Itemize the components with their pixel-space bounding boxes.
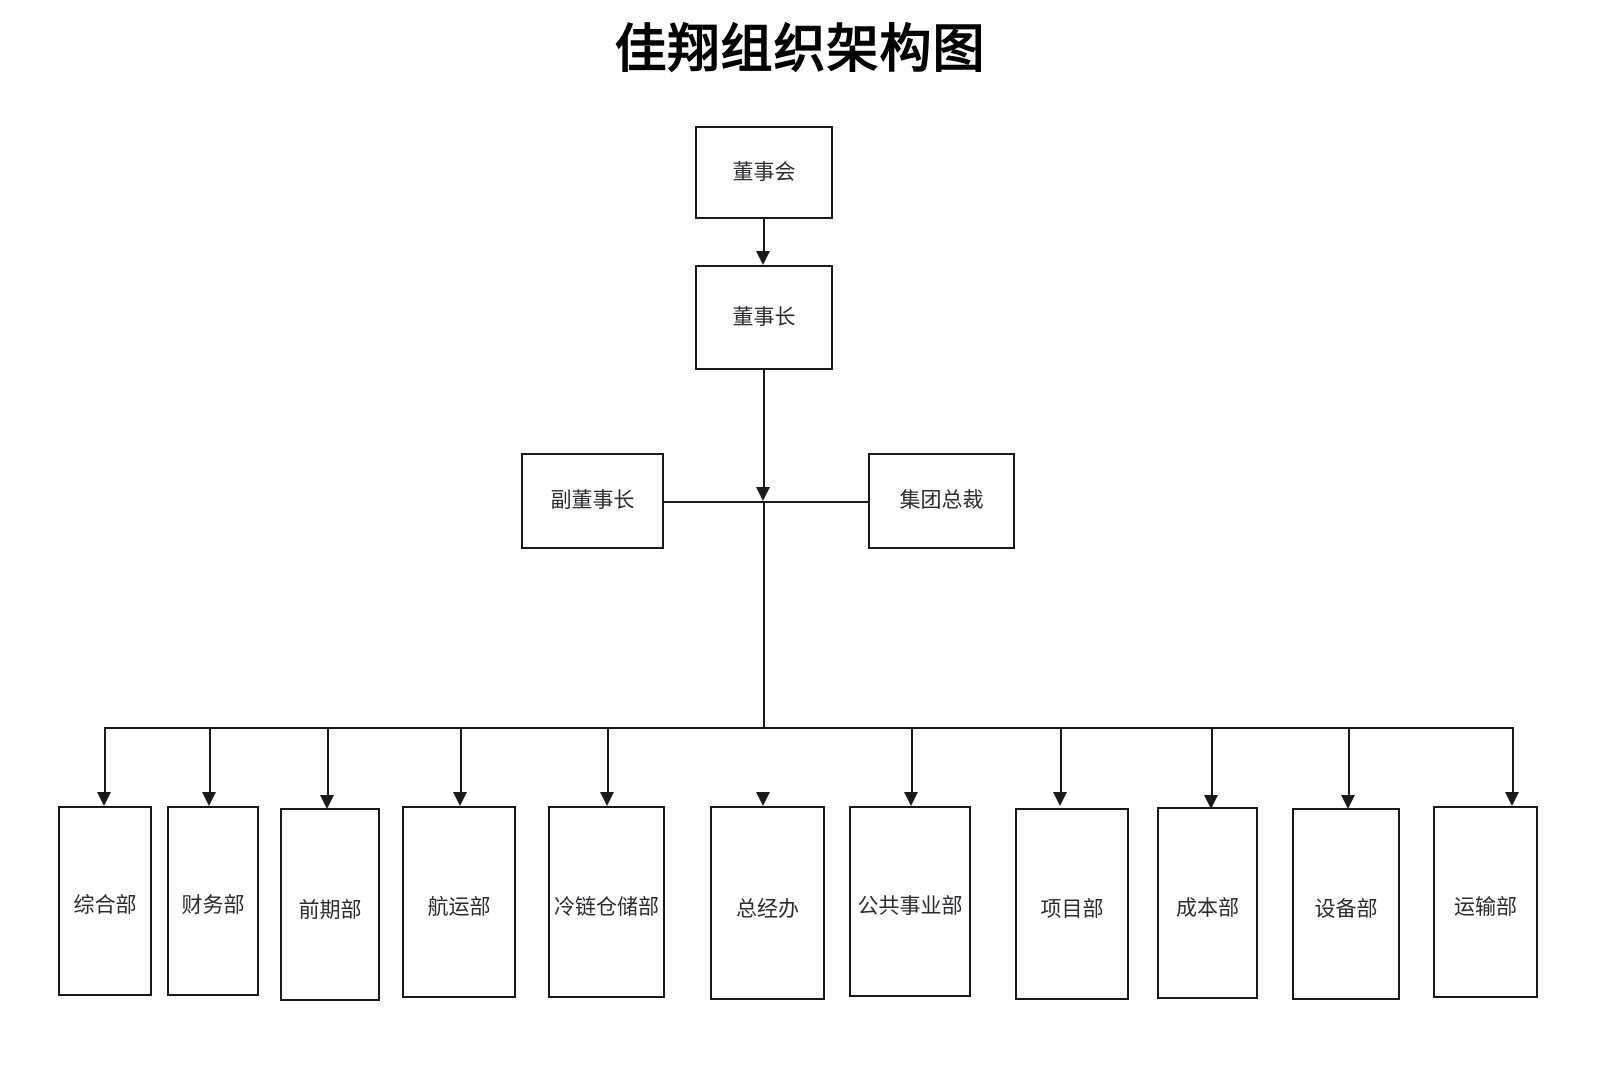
arrowhead-dept-7 [904, 792, 918, 806]
node-label-dept-2: 财务部 [181, 892, 245, 917]
node-dept-10[interactable]: 设备部 [1292, 808, 1400, 1000]
connector-executive-horizontal [664, 501, 868, 503]
node-label-vice-chairman: 副董事长 [550, 488, 635, 513]
arrowhead-dept-4 [453, 792, 467, 806]
arrowhead-dept-6 [756, 792, 770, 806]
droplink-dept-9 [1211, 727, 1213, 799]
node-board[interactable]: 董事会 [695, 126, 833, 219]
node-dept-2[interactable]: 财务部 [167, 806, 259, 996]
node-dept-9[interactable]: 成本部 [1157, 807, 1258, 999]
node-label-dept-11: 运输部 [1454, 894, 1517, 919]
droplink-dept-3 [327, 727, 329, 799]
arrowhead-dept-3 [320, 795, 334, 809]
node-label-group-president: 集团总裁 [899, 488, 984, 513]
node-label-dept-10: 设备部 [1314, 896, 1378, 921]
arrowhead-dept-2 [202, 792, 216, 806]
node-label-dept-6: 总经办 [736, 896, 799, 921]
droplink-dept-10 [1348, 727, 1350, 799]
node-vice-chairman[interactable]: 副董事长 [521, 453, 664, 549]
node-dept-11[interactable]: 运输部 [1433, 806, 1538, 998]
node-chairman[interactable]: 董事长 [695, 265, 833, 370]
connector-trunk-lower [763, 501, 765, 728]
node-dept-8[interactable]: 项目部 [1015, 808, 1129, 1000]
node-label-board: 董事会 [732, 159, 796, 184]
node-dept-4[interactable]: 航运部 [402, 806, 516, 998]
node-label-dept-4: 航运部 [427, 894, 491, 919]
arrowhead-dept-1 [97, 792, 111, 806]
connector-board-to-chairman [763, 219, 765, 253]
node-label-chairman: 董事长 [732, 304, 796, 329]
node-dept-7[interactable]: 公共事业部 [849, 806, 971, 997]
node-dept-6[interactable]: 总经办 [710, 806, 825, 1000]
connector-department-bus [104, 727, 1514, 729]
arrowhead-dept-9 [1204, 795, 1218, 809]
connector-chairman-trunk-upper [763, 370, 765, 489]
node-label-dept-1: 综合部 [73, 892, 137, 917]
arrowhead-dept-5 [600, 792, 614, 806]
page-title: 佳翔组织架构图 [614, 22, 986, 79]
node-label-dept-7: 公共事业部 [857, 893, 963, 918]
node-group-president[interactable]: 集团总裁 [868, 453, 1015, 549]
droplink-dept-8 [1060, 727, 1062, 796]
arrowhead-to-executive-row [756, 487, 770, 501]
node-label-dept-5: 冷链仓储部 [554, 894, 659, 919]
node-label-dept-9: 成本部 [1176, 895, 1239, 920]
arrowhead-dept-10 [1341, 795, 1355, 809]
droplink-dept-11 [1512, 727, 1514, 796]
droplink-dept-4 [460, 727, 462, 796]
node-dept-5[interactable]: 冷链仓储部 [548, 806, 665, 998]
droplink-dept-1 [104, 727, 106, 796]
node-label-dept-3: 前期部 [298, 897, 362, 922]
node-label-dept-8: 项目部 [1040, 896, 1104, 921]
arrowhead-dept-8 [1053, 792, 1067, 806]
node-dept-3[interactable]: 前期部 [280, 808, 380, 1001]
arrowhead-dept-11 [1505, 792, 1519, 806]
node-dept-1[interactable]: 综合部 [58, 806, 152, 996]
droplink-dept-2 [209, 727, 211, 796]
arrowhead-to-chairman [756, 251, 770, 265]
droplink-dept-5 [607, 727, 609, 796]
droplink-dept-7 [911, 727, 913, 796]
